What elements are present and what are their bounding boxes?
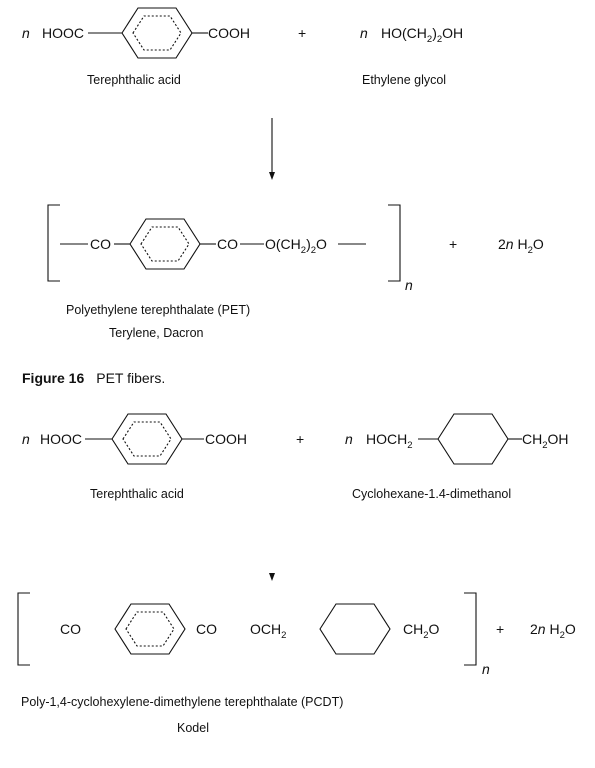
p1-benzene-ring (129, 218, 201, 270)
r1-glycol-name: Ethylene glycol (362, 73, 446, 87)
r2-cooh: COOH (205, 431, 247, 447)
p2-ch2o: CH2O (403, 621, 440, 641)
p1-co-left: CO (90, 236, 111, 252)
r1-n: n (22, 25, 30, 41)
p1-co-right: CO (217, 236, 238, 252)
r1-plus: + (298, 25, 306, 41)
r1-benzene-ring (121, 7, 193, 59)
r2-hoch2: HOCH2 (366, 431, 413, 451)
p1-bracket-right (388, 204, 401, 282)
p1-bracket-left (47, 204, 60, 282)
p2-co-right: CO (196, 621, 217, 637)
r1-ethylene-glycol: HO(CH2)2OH (381, 25, 463, 45)
p2-bracket-right (464, 592, 477, 666)
r2-hooc: HOOC (40, 431, 82, 447)
p2-och2: OCH2 (250, 621, 286, 641)
r1-hooc: HOOC (42, 25, 84, 41)
r1-glycol-n: n (360, 25, 368, 41)
product2-pcdt: CO CO OCH2 CH2O n + 2n H2O Poly-1,4-cycl… (17, 592, 576, 735)
r2-diol-name: Cyclohexane-1.4-dimethanol (352, 487, 511, 501)
r2-acid-name: Terephthalic acid (90, 487, 184, 501)
p1-n-subscript: n (405, 277, 413, 293)
reaction-arrow-2 (269, 573, 275, 581)
p2-water: 2n H2O (530, 621, 576, 641)
p2-cyclohexane-ring (319, 603, 391, 655)
p2-plus: + (496, 621, 504, 637)
p1-water: 2n H2O (498, 236, 544, 256)
p1-ester: O(CH2)2O (265, 236, 327, 256)
p1-trade-name: Terylene, Dacron (109, 326, 204, 340)
p2-name: Poly-1,4-cyclohexylene-dimethylene terep… (21, 695, 343, 709)
r1-acid-name: Terephthalic acid (87, 73, 181, 87)
r2-ch2oh: CH2OH (522, 431, 569, 451)
r2-diol-n: n (345, 431, 353, 447)
r2-cyclohexane-ring (437, 413, 509, 465)
p2-benzene-ring (114, 603, 186, 655)
reaction1: n HOOC COOH + n HO(CH2)2OH Terephthalic … (22, 7, 463, 87)
p2-bracket-left (17, 592, 30, 666)
caption-label: Figure 16 (22, 370, 84, 386)
p1-name: Polyethylene terephthalate (PET) (66, 303, 250, 317)
figure-caption: Figure 16 PET fibers. (22, 370, 165, 386)
r2-n: n (22, 431, 30, 447)
product1-pet: CO CO O(CH2)2O n + 2n H2O Polyethylene t… (47, 204, 544, 340)
r2-plus: + (296, 431, 304, 447)
p2-n-subscript: n (482, 661, 490, 677)
p2-co-left: CO (60, 621, 81, 637)
caption-desc: PET fibers. (96, 370, 165, 386)
p2-trade-name: Kodel (177, 721, 209, 735)
r2-benzene-ring (111, 413, 183, 465)
p1-plus: + (449, 236, 457, 252)
reaction2: n HOOC COOH + n HOCH2 CH2OH Terephthalic… (22, 413, 569, 501)
reaction-arrow-1 (269, 118, 275, 180)
r1-cooh: COOH (208, 25, 250, 41)
caption-text: Figure 16 PET fibers. (22, 370, 165, 386)
